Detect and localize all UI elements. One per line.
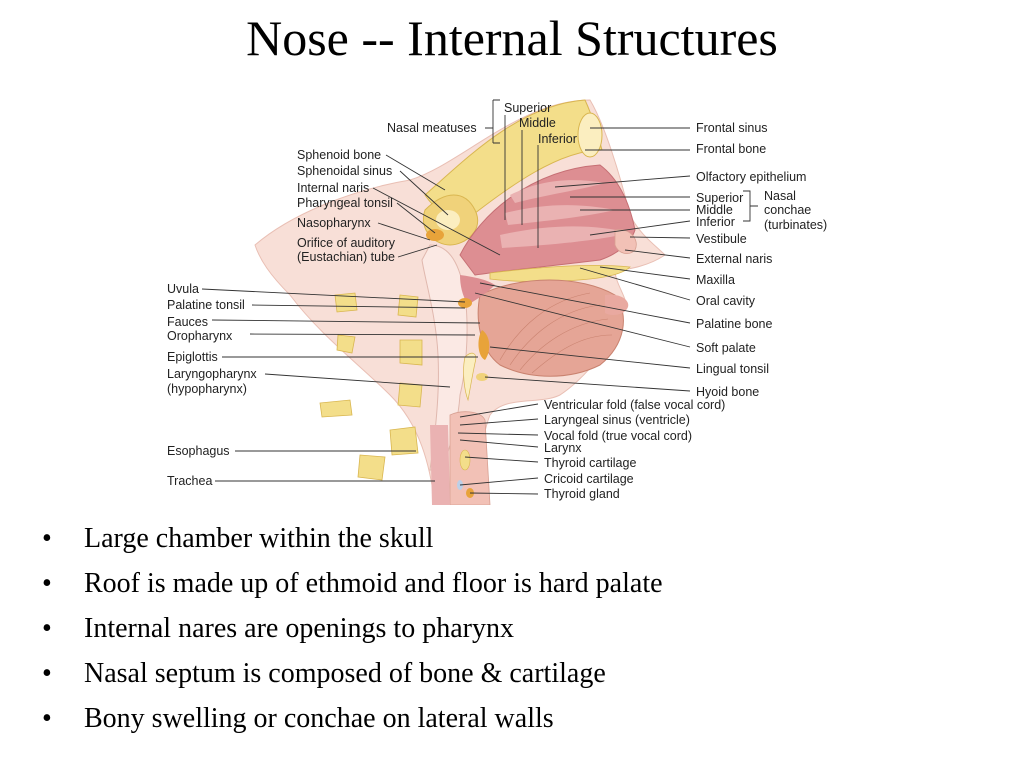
label-orifice-auditory-2: (Eustachian) tube (297, 250, 395, 264)
label-internal-naris: Internal naris (297, 181, 369, 195)
label-nasal-meatuses: Nasal meatuses (387, 121, 477, 135)
label-nasal-conchae-1: Nasal (764, 189, 796, 203)
bullet-text: Large chamber within the skull (84, 523, 434, 554)
bullet-item: • Nasal septum is composed of bone & cart… (42, 651, 663, 696)
label-fauces: Fauces (167, 315, 208, 329)
pharyngeal-tonsil-shape (426, 229, 444, 241)
nose-anatomy-diagram: Nasal meatuses Superior Middle Inferior … (160, 95, 860, 505)
soft-palate-shape (460, 275, 495, 305)
label-nasal-conchae-2: conchae (764, 203, 811, 217)
bullet-text: Roof is made up of ethmoid and floor is … (84, 568, 663, 599)
inferior-concha-shape (500, 226, 630, 248)
label-sphenoid-bone: Sphenoid bone (297, 148, 381, 162)
label-lingual-tonsil: Lingual tonsil (696, 362, 769, 376)
label-orifice-auditory-1: Orifice of auditory (297, 236, 396, 250)
frontal-sinus-shape (577, 112, 603, 158)
label-meatus-superior: Superior (504, 101, 551, 115)
hyoid-bone-shape (476, 373, 488, 381)
label-larynx: Larynx (544, 441, 582, 455)
label-concha-inferior: Inferior (696, 215, 735, 229)
diagram-labels: Nasal meatuses Superior Middle Inferior … (167, 101, 827, 501)
leader-lines (201, 99, 758, 495)
cervical-vertebrae (319, 292, 423, 481)
bullet-dot-icon: • (42, 703, 52, 734)
bullet-dot-icon: • (42, 613, 52, 644)
label-laryngopharynx-1: Laryngopharynx (167, 367, 257, 381)
vestibule-shape (614, 229, 637, 255)
slide-title: Nose -- Internal Structures (246, 10, 778, 66)
superior-concha-shape (510, 180, 605, 203)
label-frontal-sinus: Frontal sinus (696, 121, 768, 135)
label-soft-palate: Soft palate (696, 341, 756, 355)
esophagus-shape (430, 425, 450, 505)
label-thyroid-gland: Thyroid gland (544, 487, 620, 501)
label-ventricular-fold: Ventricular fold (false vocal cord) (544, 398, 725, 412)
label-sphenoidal-sinus: Sphenoidal sinus (297, 164, 392, 178)
thyroid-cartilage-shape (459, 449, 471, 471)
bullet-text: Nasal septum is composed of bone & carti… (84, 658, 606, 689)
bullet-text: Internal nares are openings to pharynx (84, 613, 514, 644)
bullet-item: • Bony swelling or conchae on lateral wal… (42, 696, 663, 741)
palatine-tonsil-shape (458, 298, 472, 308)
label-palatine-bone: Palatine bone (696, 317, 773, 331)
label-uvula: Uvula (167, 282, 199, 296)
label-concha-superior: Superior (696, 191, 743, 205)
label-meatus-inferior: Inferior (538, 132, 577, 146)
label-trachea: Trachea (167, 474, 212, 488)
label-esophagus: Esophagus (167, 444, 230, 458)
lingual-tonsil-shape (478, 330, 490, 360)
bullet-text: Bony swelling or conchae on lateral wall… (84, 703, 554, 734)
bullet-item: • Internal nares are openings to pharynx (42, 606, 663, 651)
tongue-shape (477, 279, 624, 377)
label-cricoid-cartilage: Cricoid cartilage (544, 472, 634, 486)
label-epiglottis: Epiglottis (167, 350, 218, 364)
label-oral-cavity: Oral cavity (696, 294, 756, 308)
label-pharyngeal-tonsil: Pharyngeal tonsil (297, 196, 393, 210)
bullet-item: • Large chamber within the skull (42, 516, 663, 561)
hard-palate-shape (489, 265, 631, 282)
label-thyroid-cartilage: Thyroid cartilage (544, 456, 636, 470)
label-frontal-bone: Frontal bone (696, 142, 766, 156)
label-external-naris: External naris (696, 252, 772, 266)
label-laryngeal-sinus: Laryngeal sinus (ventricle) (544, 413, 690, 427)
bullet-dot-icon: • (42, 658, 52, 689)
label-laryngopharynx-2: (hypopharynx) (167, 382, 247, 396)
bullet-list: • Large chamber within the skull • Roof is… (42, 516, 663, 741)
label-nasopharynx: Nasopharynx (297, 216, 371, 230)
label-oropharynx: Oropharynx (167, 329, 233, 343)
label-maxilla: Maxilla (696, 273, 735, 287)
label-vestibule: Vestibule (696, 232, 747, 246)
sphenoidal-sinus-shape (436, 210, 460, 230)
label-palatine-tonsil: Palatine tonsil (167, 298, 245, 312)
label-nasal-conchae-3: (turbinates) (764, 218, 827, 232)
epiglottis-shape (463, 352, 477, 402)
label-vocal-fold: Vocal fold (true vocal cord) (544, 429, 692, 443)
bullet-dot-icon: • (42, 523, 52, 554)
label-concha-middle: Middle (696, 203, 733, 217)
label-hyoid-bone: Hyoid bone (696, 385, 759, 399)
label-meatus-middle: Middle (519, 116, 556, 130)
bullet-dot-icon: • (42, 568, 52, 599)
label-olfactory-epithelium: Olfactory epithelium (696, 170, 806, 184)
bullet-item: • Roof is made up of ethmoid and floor is… (42, 561, 663, 606)
